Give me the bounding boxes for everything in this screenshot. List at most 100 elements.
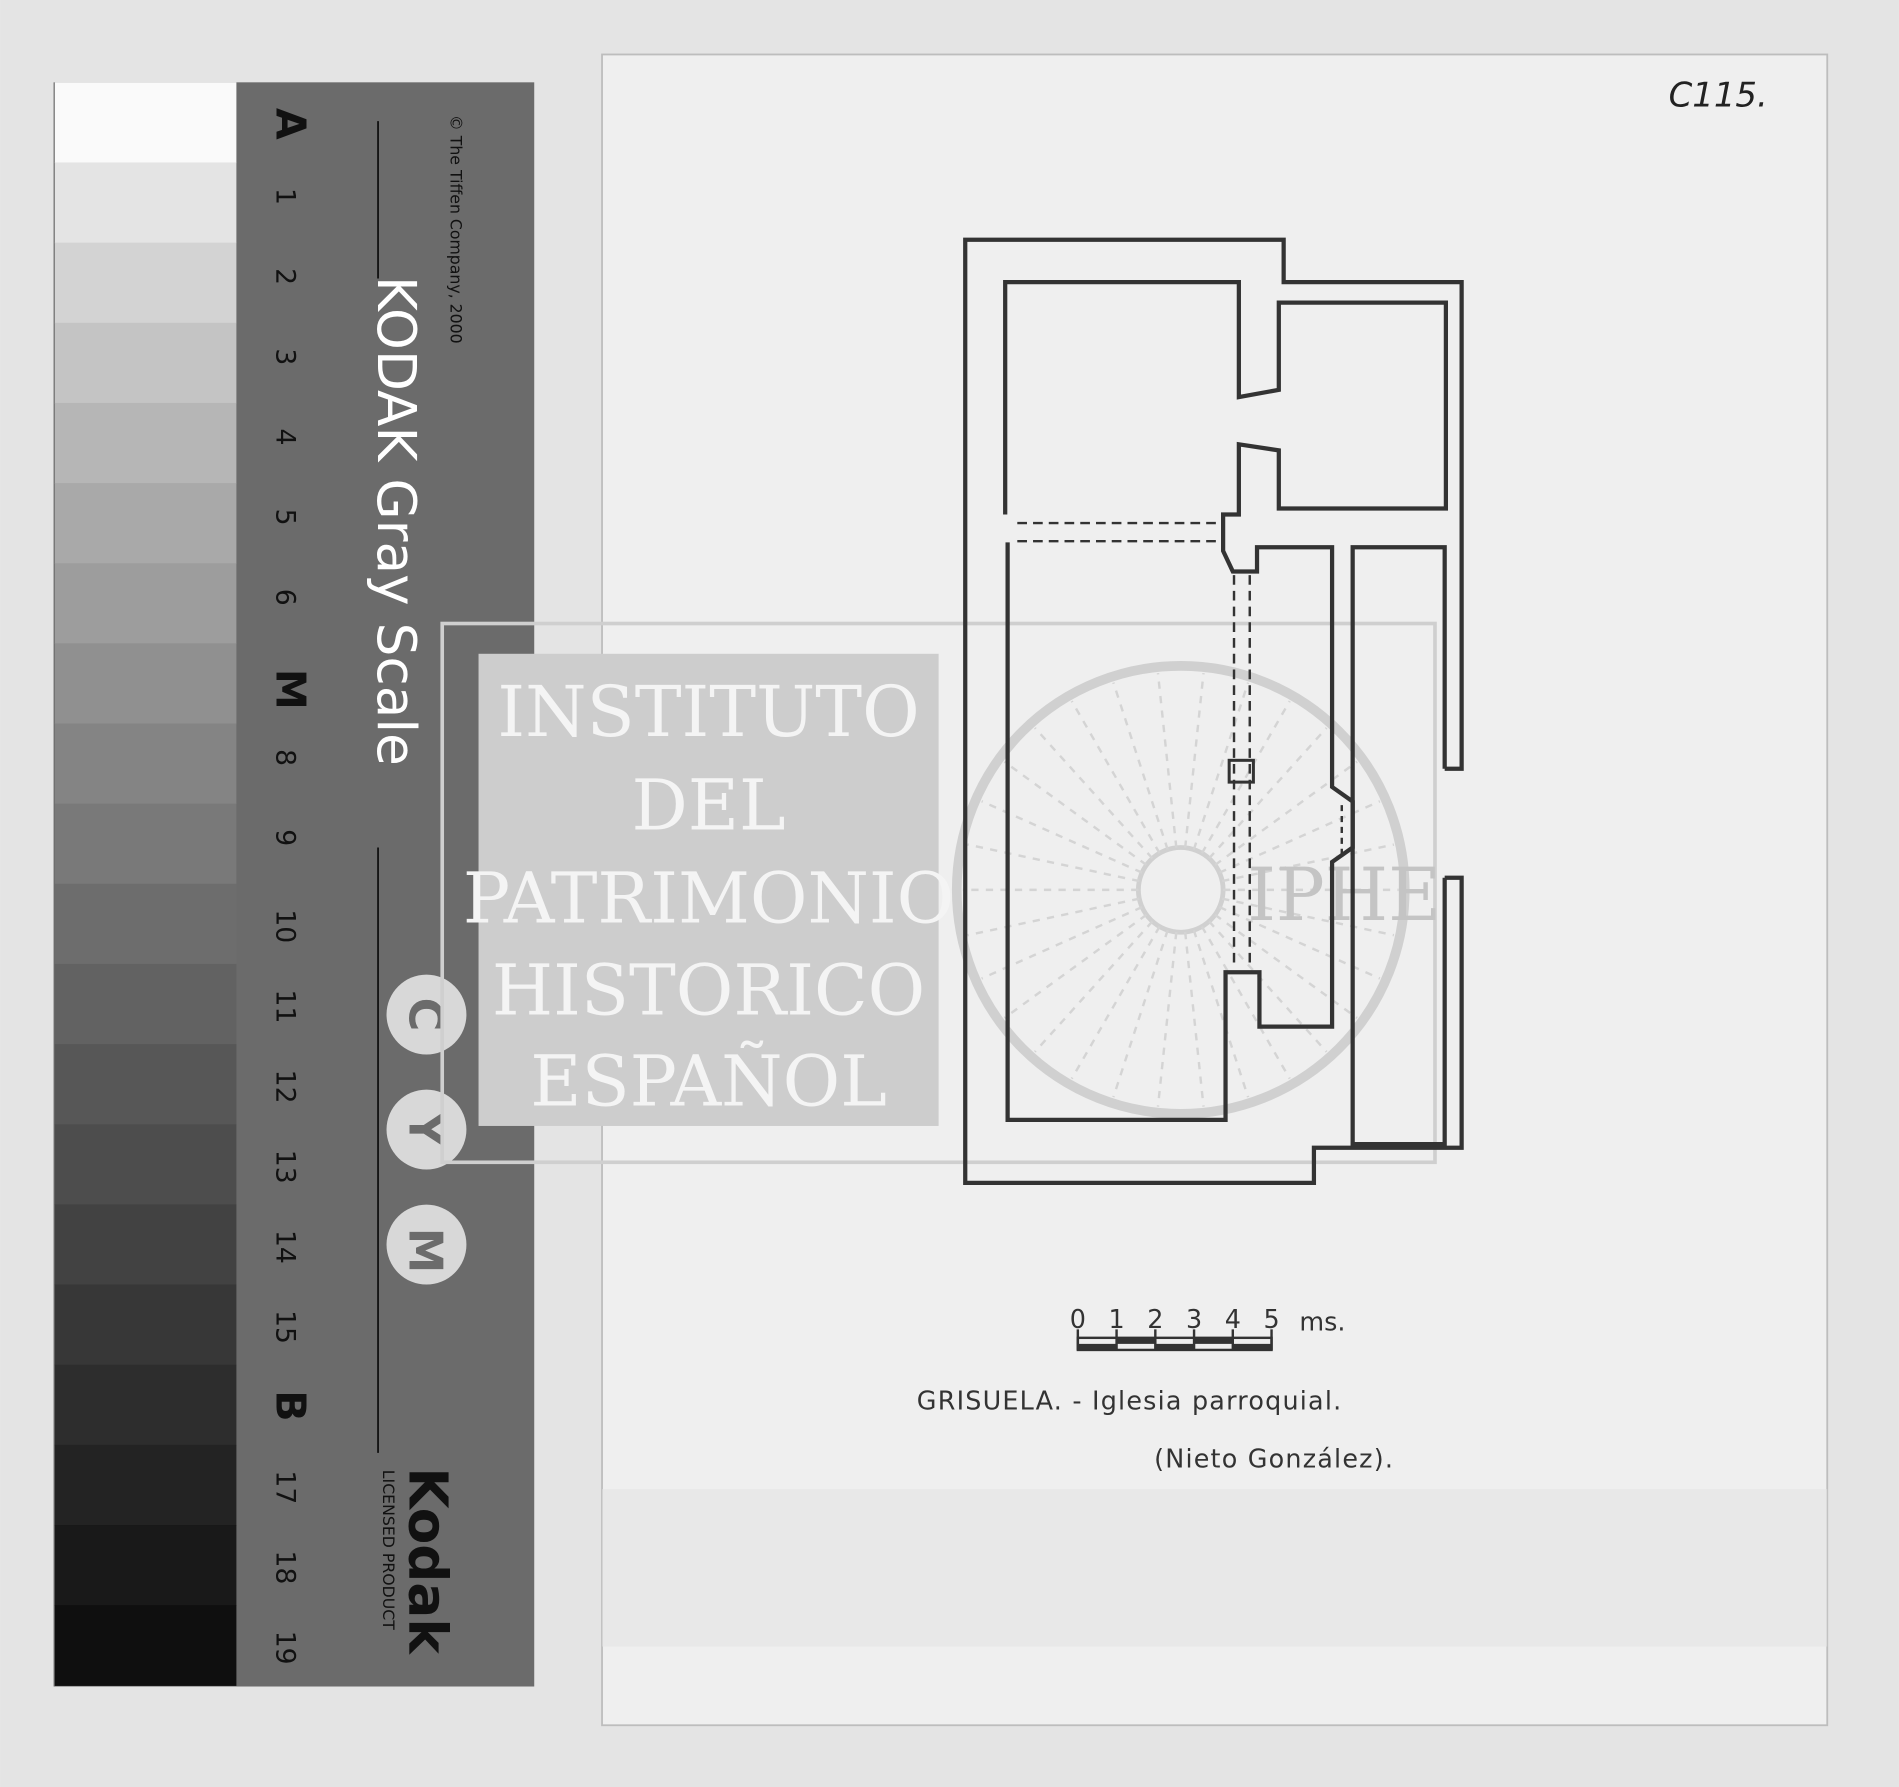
scale-label: 2 — [1147, 1304, 1163, 1334]
seal-ray — [1003, 913, 1148, 1019]
gray-patch — [54, 483, 237, 564]
seal-ray — [967, 897, 1140, 937]
scale-label: 3 — [1186, 1304, 1202, 1334]
gray-patch — [54, 643, 237, 725]
watermark-frame — [440, 621, 1437, 1165]
gray-patch — [54, 1364, 237, 1446]
patch-label: 18 — [269, 1551, 300, 1585]
seal-ray — [1156, 931, 1178, 1107]
seal-ray — [1034, 727, 1154, 860]
watermark-line: DEL — [631, 764, 785, 846]
gray-patches — [54, 82, 237, 1686]
gray-patch — [54, 162, 237, 244]
watermark-line: HISTORICO — [492, 950, 925, 1032]
kodak-logo: Kodak — [397, 1467, 459, 1655]
patch-label: 3 — [269, 348, 300, 365]
seal-ray — [1112, 929, 1169, 1098]
scale-segment — [1155, 1343, 1195, 1350]
patch-label: M — [266, 669, 314, 710]
gray-patch — [54, 723, 237, 805]
scale-segment — [1194, 1337, 1233, 1344]
gray-patch — [54, 82, 237, 164]
seal-ray — [1070, 700, 1161, 854]
patch-label: 1 — [269, 188, 300, 205]
gray-patch — [54, 1284, 237, 1366]
gray-patch — [54, 242, 237, 324]
scale-segment — [1077, 1343, 1117, 1350]
watermark: INSTITUTO DEL PATRIMONIO HISTORICO ESPAÑ… — [440, 621, 1441, 1165]
side-chapel-wall — [1350, 545, 1447, 1147]
watermark-line: ESPAÑOL — [530, 1039, 887, 1122]
color-dot-m — [386, 1204, 467, 1285]
patch-label: B — [266, 1390, 314, 1421]
patch-label: A — [266, 108, 314, 140]
scale-bar-segments — [1076, 1329, 1273, 1350]
patch-label: 14 — [269, 1230, 300, 1264]
patch-label: 17 — [269, 1470, 300, 1504]
scale-unit: ms. — [1299, 1307, 1345, 1337]
gray-patch — [54, 563, 237, 644]
licensed-product-text: LICENSED PRODUCT — [379, 1470, 398, 1630]
gray-patch — [54, 402, 237, 484]
patch-label: 12 — [269, 1070, 300, 1104]
scale-segment — [1232, 1343, 1272, 1350]
scale-label: 5 — [1263, 1304, 1279, 1334]
floor-plan — [963, 237, 1464, 1185]
seal-ray — [1183, 673, 1205, 848]
seal-ray — [1221, 897, 1395, 937]
color-dot-label: Y — [399, 1112, 453, 1147]
gray-patch — [54, 803, 237, 885]
gray-patch — [54, 963, 237, 1045]
watermark-line: INSTITUTO — [497, 671, 919, 753]
patch-label: 15 — [269, 1310, 300, 1344]
paper-shadow-band — [602, 1489, 1828, 1647]
gray-patch — [54, 1044, 237, 1125]
seal-ray — [1183, 931, 1205, 1107]
seal-ray — [1208, 920, 1328, 1053]
scale-label: 1 — [1108, 1304, 1124, 1334]
scale-label: 4 — [1225, 1304, 1241, 1334]
color-dots: C Y M — [386, 974, 467, 1285]
color-dot-label: M — [399, 1228, 453, 1274]
watermark-seal — [951, 661, 1410, 1119]
copyright-text: © The Tiffen Company, 2000 — [447, 115, 466, 344]
patch-label: 6 — [269, 589, 300, 606]
patch-label: 9 — [269, 829, 300, 846]
gray-patch — [54, 883, 237, 965]
document-sheet: C115. INSTITUTO DEL PATRIMONIO HISTORICO… — [440, 53, 1829, 1727]
patch-label: 4 — [269, 428, 300, 445]
patch-label: 10 — [269, 909, 300, 943]
gray-patch — [54, 1124, 237, 1206]
patch-label: 19 — [269, 1631, 300, 1665]
patch-label: 13 — [269, 1150, 300, 1184]
gray-patch — [54, 1605, 237, 1686]
patch-label: 8 — [269, 749, 300, 766]
gray-patch — [54, 1525, 237, 1606]
watermark-text-panel — [478, 653, 939, 1126]
gray-patch — [54, 1204, 237, 1286]
seal-ray — [1070, 925, 1161, 1080]
gray-patch — [54, 1444, 237, 1526]
scale-segment — [1116, 1337, 1156, 1344]
scale-label: 0 — [1070, 1304, 1086, 1334]
color-dot-c — [386, 974, 467, 1055]
seal-ray — [1034, 920, 1154, 1053]
patch-label: 2 — [269, 268, 300, 285]
patch-label: 11 — [269, 990, 300, 1024]
seal-ray — [1192, 682, 1250, 850]
pillar — [1227, 758, 1255, 784]
caption-author: (Nieto González). — [1154, 1443, 1394, 1473]
seal-ray — [1200, 925, 1291, 1080]
seal-ray — [1003, 760, 1148, 866]
color-dot-label: C — [399, 998, 453, 1032]
caption-title: GRISUELA. - Iglesia parroquial. — [917, 1385, 1343, 1415]
patch-label: 5 — [269, 509, 300, 526]
seal-ray — [1156, 673, 1178, 848]
color-dot-y — [386, 1089, 467, 1170]
seal-ray — [1112, 682, 1169, 850]
gray-patch — [54, 322, 237, 404]
